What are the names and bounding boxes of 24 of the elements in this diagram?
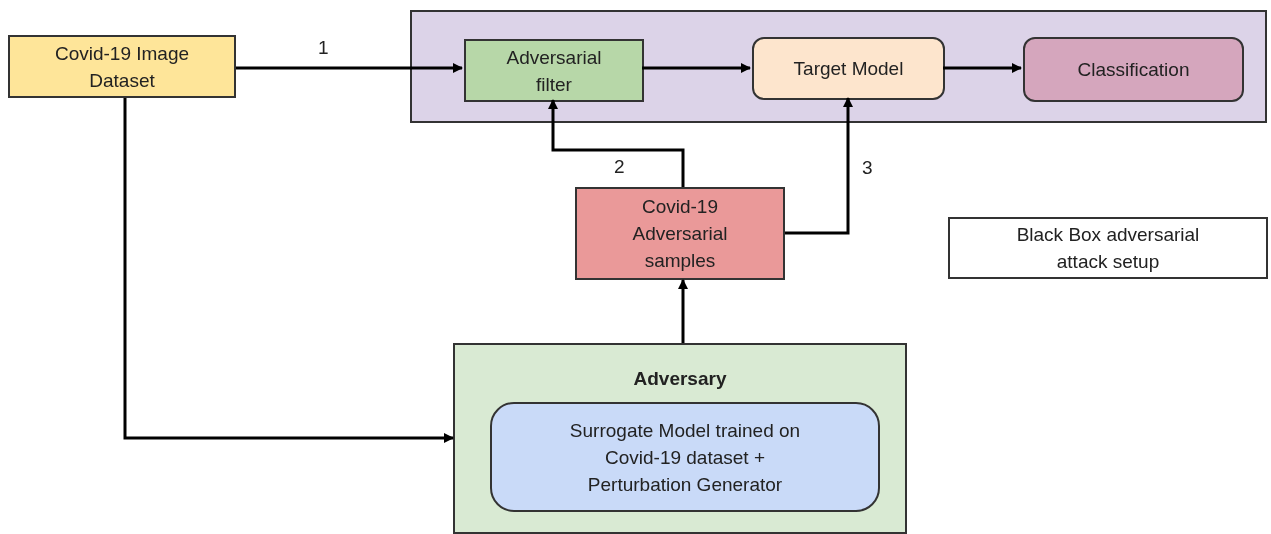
node-text: Covid-19 Adversarial samples (631, 195, 729, 273)
arrow (678, 279, 688, 343)
note-box (948, 217, 1268, 279)
node-text: Adversarial filter (505, 45, 603, 97)
arrow (943, 63, 1022, 73)
adversary-panel (453, 343, 907, 534)
node-text: Covid-19 Image Dataset (53, 41, 191, 93)
arrow (785, 97, 853, 235)
arrow (236, 63, 463, 73)
model-box (752, 37, 945, 100)
node-text: Classification (1076, 58, 1191, 82)
surrogate-box (490, 402, 880, 512)
classification-box (1023, 37, 1244, 102)
node-text: Black Box adversarial attack setup (1015, 223, 1201, 274)
dataset-box (8, 35, 236, 98)
samples-box (575, 187, 785, 280)
node-text: Surrogate Model trained on Covid-19 dataset + Perturbation Generator (568, 418, 802, 497)
arrow (642, 63, 751, 73)
arrow (123, 98, 454, 443)
arrow (548, 99, 685, 187)
node-text: Adversary (632, 367, 728, 391)
pipeline-panel (410, 10, 1267, 123)
filter-box (464, 39, 644, 102)
node-text: Target Model (792, 57, 905, 81)
